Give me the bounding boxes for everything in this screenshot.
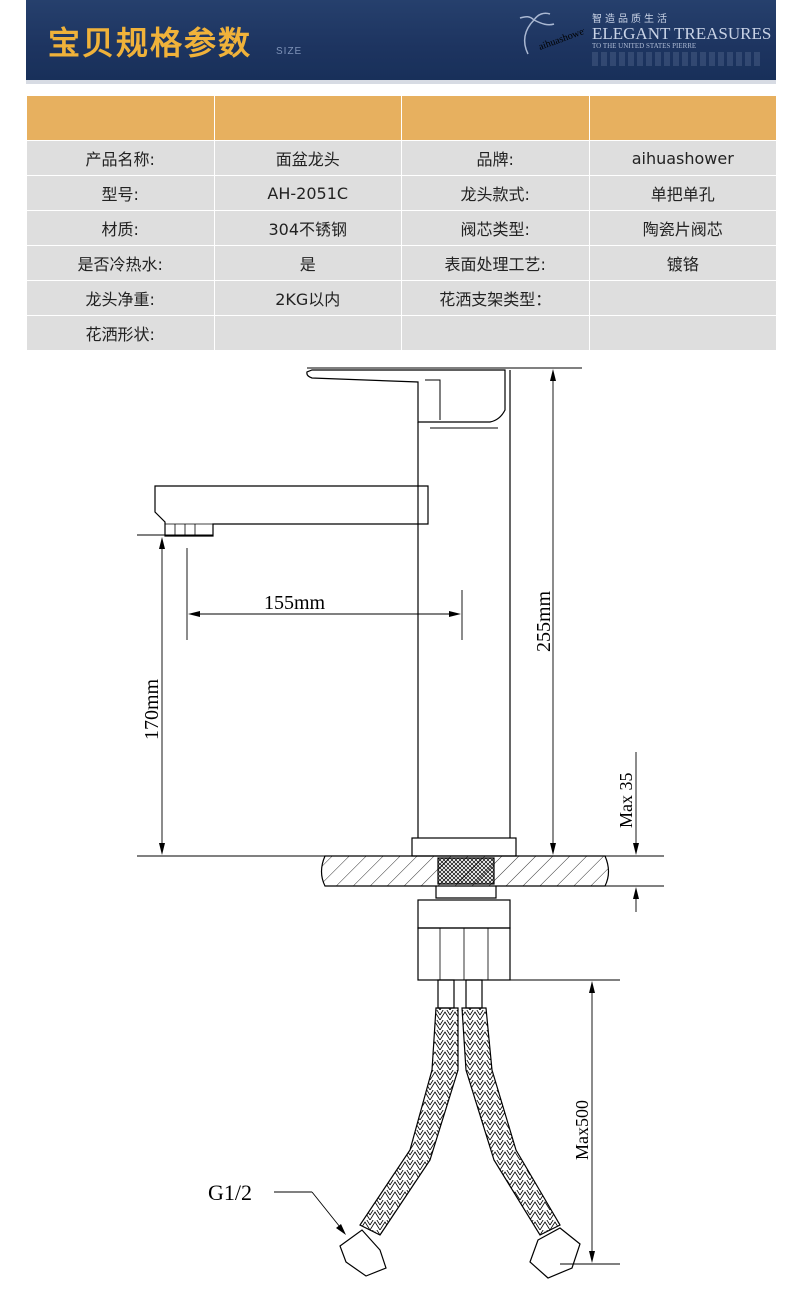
header-divider xyxy=(26,80,776,84)
slogan-en-sub: TO THE UNITED STATES PIERRE xyxy=(592,42,697,50)
dim-spout-height-label: 170mm xyxy=(141,678,163,740)
braided-hose-right xyxy=(461,979,581,1279)
logo-text: aihuashower xyxy=(537,25,584,53)
spec-label: 阀芯类型: xyxy=(401,210,590,246)
table-header-cell xyxy=(26,95,215,141)
spec-label xyxy=(401,315,590,351)
faucet-handle xyxy=(306,367,582,423)
table-row: 花洒形状: xyxy=(26,315,777,351)
spec-value xyxy=(213,315,402,351)
spec-label: 材质: xyxy=(26,210,215,246)
spec-label: 龙头款式: xyxy=(401,175,590,211)
spec-label: 龙头净重: xyxy=(26,280,215,316)
page-title: 宝贝规格参数 xyxy=(48,24,253,62)
decorative-fine-print xyxy=(592,52,762,66)
faucet-spout xyxy=(154,485,429,537)
page-subtitle: SIZE xyxy=(276,46,303,57)
thread-size-label: G1/2 xyxy=(208,1180,252,1205)
spec-value: 是 xyxy=(213,245,402,281)
spec-value: 面盆龙头 xyxy=(213,140,402,176)
spec-value: 2KG以内 xyxy=(213,280,402,316)
spec-value: aihuashower xyxy=(588,140,777,176)
slogan-en: ELEGANT TREASURES xyxy=(592,24,772,43)
faucet-body xyxy=(411,370,517,857)
dim-hose-length-label: Max500 xyxy=(572,1100,592,1160)
table-row: 龙头净重: 2KG以内 花洒支架类型： xyxy=(26,280,777,316)
spec-value: 单把单孔 xyxy=(588,175,777,211)
braided-hose-left xyxy=(339,979,459,1277)
spec-value xyxy=(588,280,777,316)
table-row: 产品名称: 面盆龙头 品牌: aihuashower xyxy=(26,140,777,176)
spec-label: 花洒形状: xyxy=(26,315,215,351)
spec-value: 镀铬 xyxy=(588,245,777,281)
faucet-technical-drawing: 155mm 170mm 255mm Max 35 Max500 G1/2 xyxy=(137,367,664,1279)
dim-counter-thickness-label: Max 35 xyxy=(616,773,636,829)
spec-value: 陶瓷片阀芯 xyxy=(588,210,777,246)
spec-label: 型号: xyxy=(26,175,215,211)
mounting-nut xyxy=(417,899,511,981)
spec-label: 表面处理工艺: xyxy=(401,245,590,281)
table-row: 材质: 304不锈钢 阀芯类型: 陶瓷片阀芯 xyxy=(26,210,777,246)
table-row: 型号: AH-2051C 龙头款式: 单把单孔 xyxy=(26,175,777,211)
dim-total-height-label: 255mm xyxy=(533,590,555,652)
table-header-cell xyxy=(588,95,777,141)
spec-label: 产品名称: xyxy=(26,140,215,176)
table-header-cell xyxy=(213,95,402,141)
countertop-section xyxy=(320,855,610,899)
spec-value: AH-2051C xyxy=(213,175,402,211)
slogan-cn: 智造品质生活 xyxy=(592,14,670,25)
table-header-cell xyxy=(401,95,590,141)
brand-logo-icon: aihuashower xyxy=(519,12,584,55)
table-row: 是否冷热水: 是 表面处理工艺: 镀铬 xyxy=(26,245,777,281)
spec-value: 304不锈钢 xyxy=(213,210,402,246)
dim-reach-label: 155mm xyxy=(264,592,326,614)
dimension-lines xyxy=(137,372,664,1265)
header-banner: 宝贝规格参数 SIZE aihuashower 智造品质生活 ELEGANT T… xyxy=(26,0,776,80)
spec-table: 产品名称: 面盆龙头 品牌: aihuashower 型号: AH-2051C … xyxy=(26,95,777,351)
spec-label: 是否冷热水: xyxy=(26,245,215,281)
spec-label: 花洒支架类型： xyxy=(401,280,590,316)
dimension-arrows xyxy=(159,369,639,1263)
spec-value xyxy=(588,315,777,351)
table-header-row xyxy=(26,95,777,141)
spec-label: 品牌: xyxy=(401,140,590,176)
